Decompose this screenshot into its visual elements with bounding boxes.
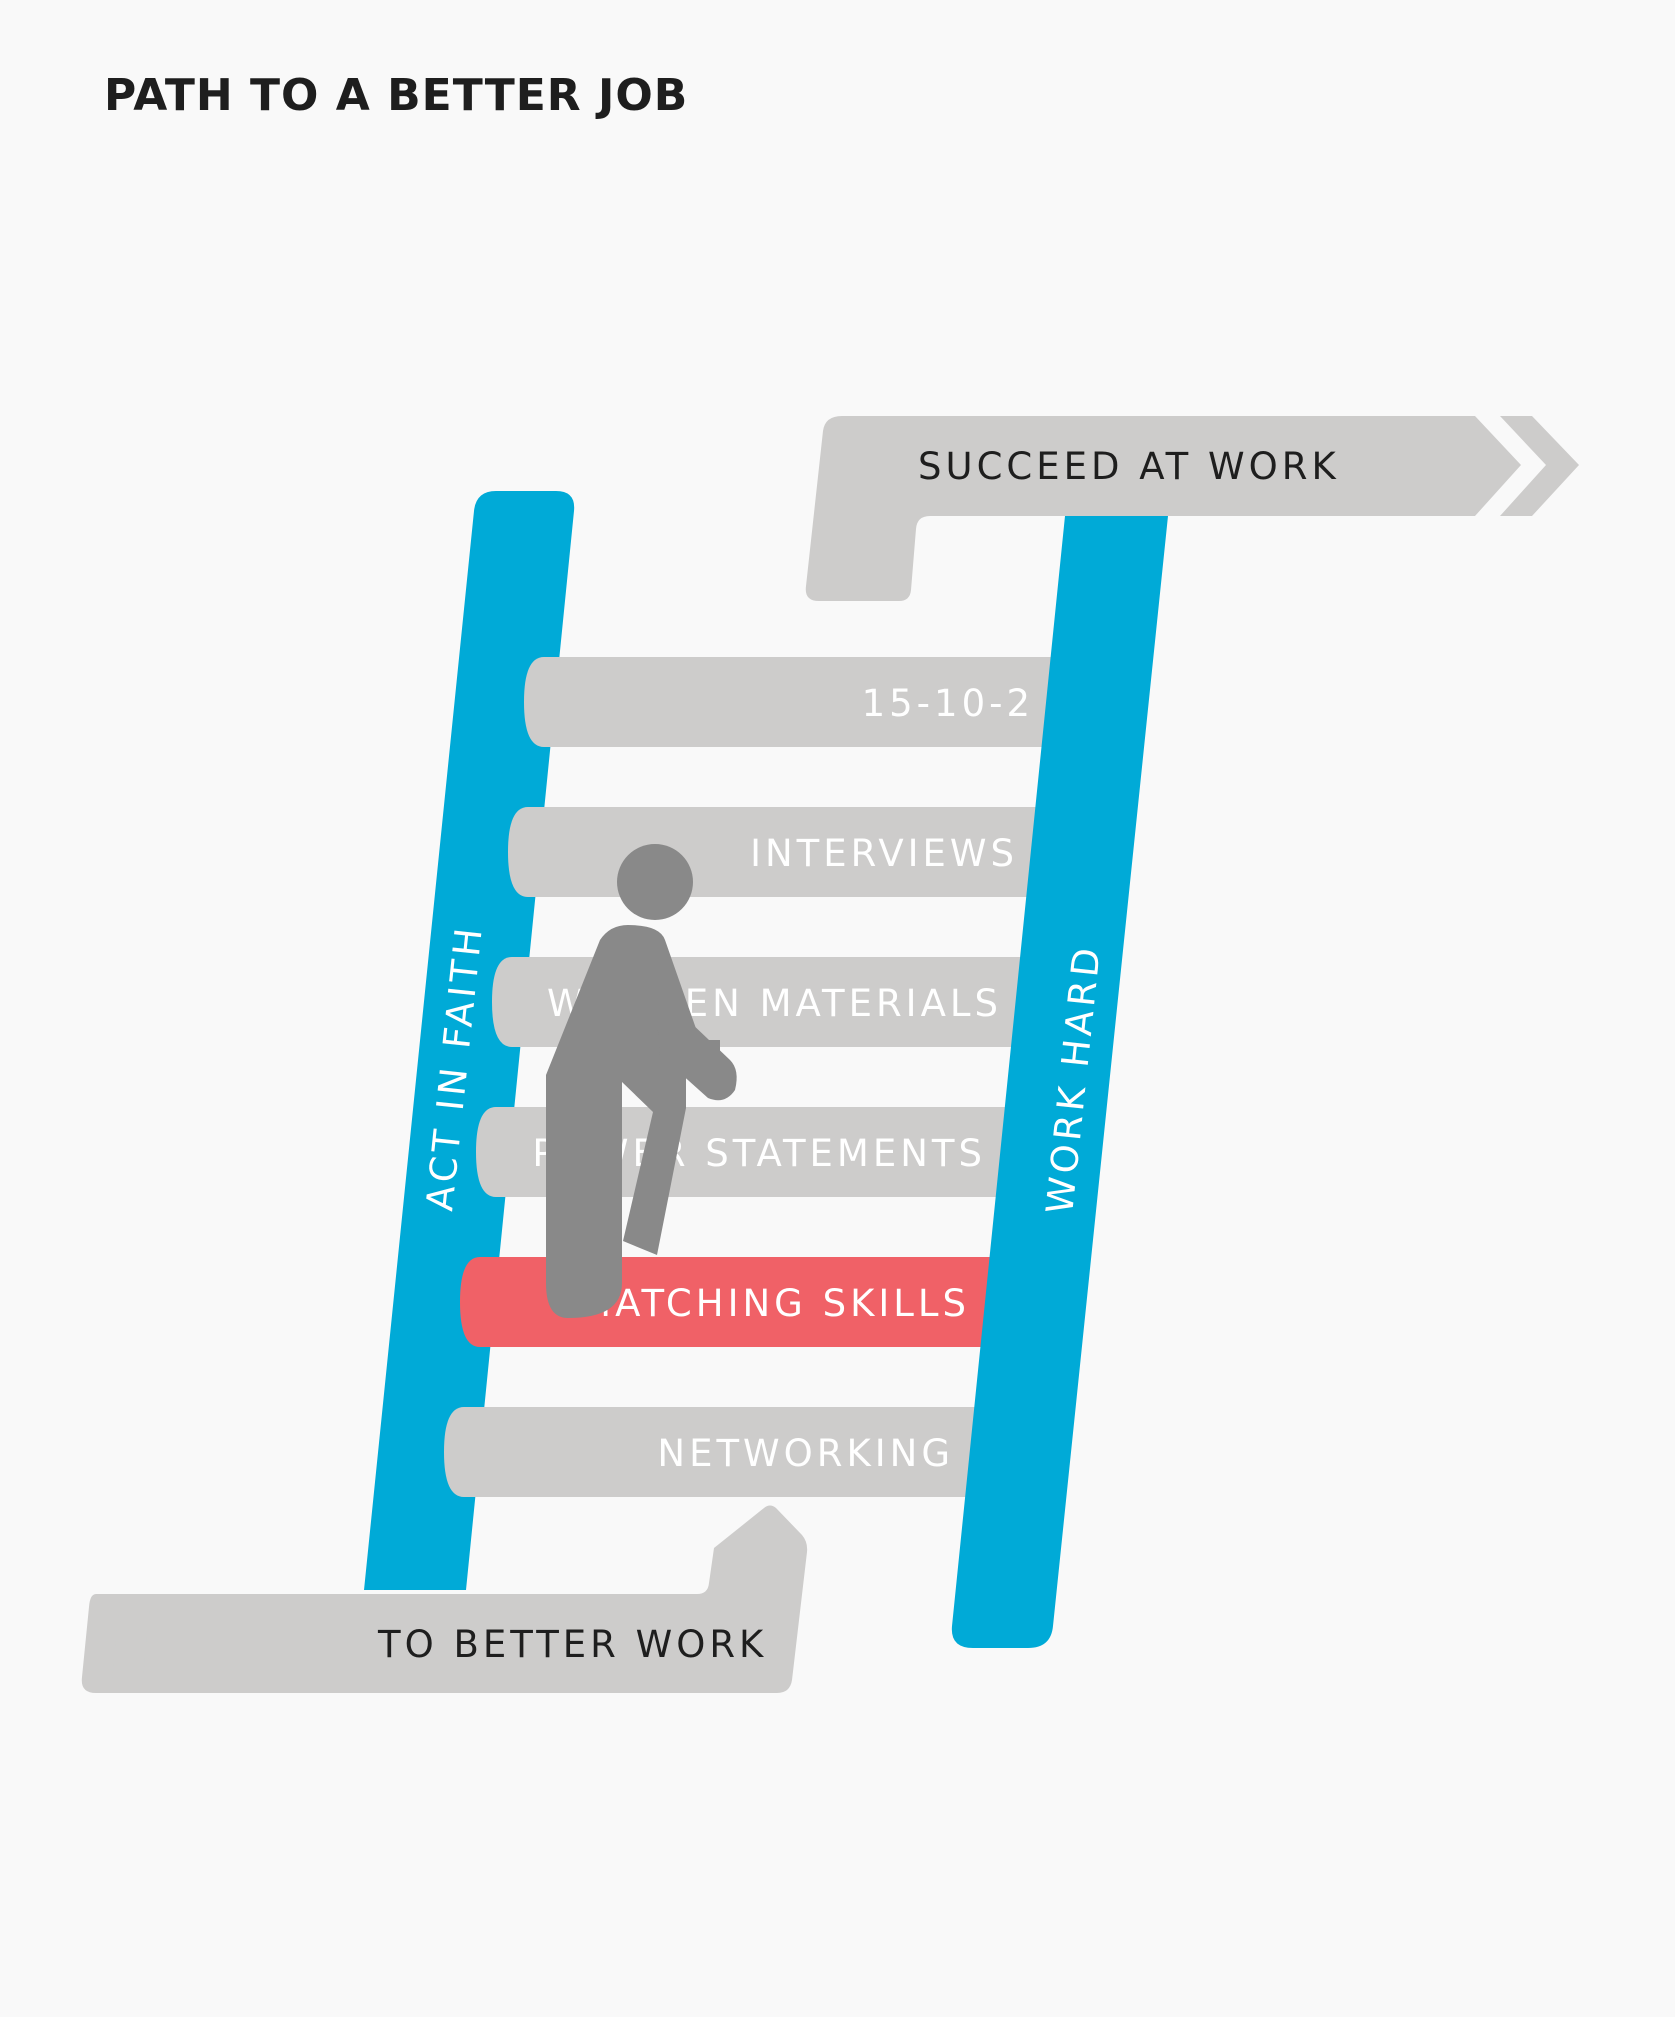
right-rail: WORK HARD bbox=[951, 516, 1168, 1648]
bottom-arrow-shape bbox=[142, 1505, 808, 1693]
page-title: PATH TO A BETTER JOB bbox=[104, 70, 689, 121]
ladder-rung: NETWORKING bbox=[444, 1407, 982, 1497]
chevron-right-icon bbox=[1500, 416, 1579, 516]
right-rail-bar bbox=[951, 516, 1168, 1648]
ladder-rung: MATCHING SKILLS bbox=[460, 1257, 998, 1347]
ladder-rung-bar bbox=[444, 1407, 982, 1497]
ladder-rung: 15-10-2 bbox=[524, 657, 1062, 747]
figure-head bbox=[617, 844, 693, 920]
climbing-person-icon bbox=[546, 844, 737, 1318]
ladder-rung-label: INTERVIEWS bbox=[750, 832, 1018, 875]
ladder-rung-label: NETWORKING bbox=[657, 1432, 954, 1475]
top-arrow-label: SUCCEED AT WORK bbox=[918, 445, 1340, 488]
top-arrow: SUCCEED AT WORK bbox=[805, 416, 1579, 601]
bottom-arrow-label: TO BETTER WORK bbox=[377, 1623, 767, 1666]
bottom-arrow: TO BETTER WORK bbox=[81, 1505, 808, 1693]
ladder-rung: INTERVIEWS bbox=[508, 807, 1046, 897]
ladder-rung-label: MATCHING SKILLS bbox=[579, 1282, 970, 1325]
ladder-rung-bar bbox=[524, 657, 1062, 747]
left-rail-bar bbox=[364, 491, 575, 1590]
figure-arm bbox=[657, 1020, 737, 1101]
ladder-rung-label: 15-10-2 bbox=[862, 682, 1034, 725]
top-arrow-shape bbox=[805, 416, 1521, 601]
